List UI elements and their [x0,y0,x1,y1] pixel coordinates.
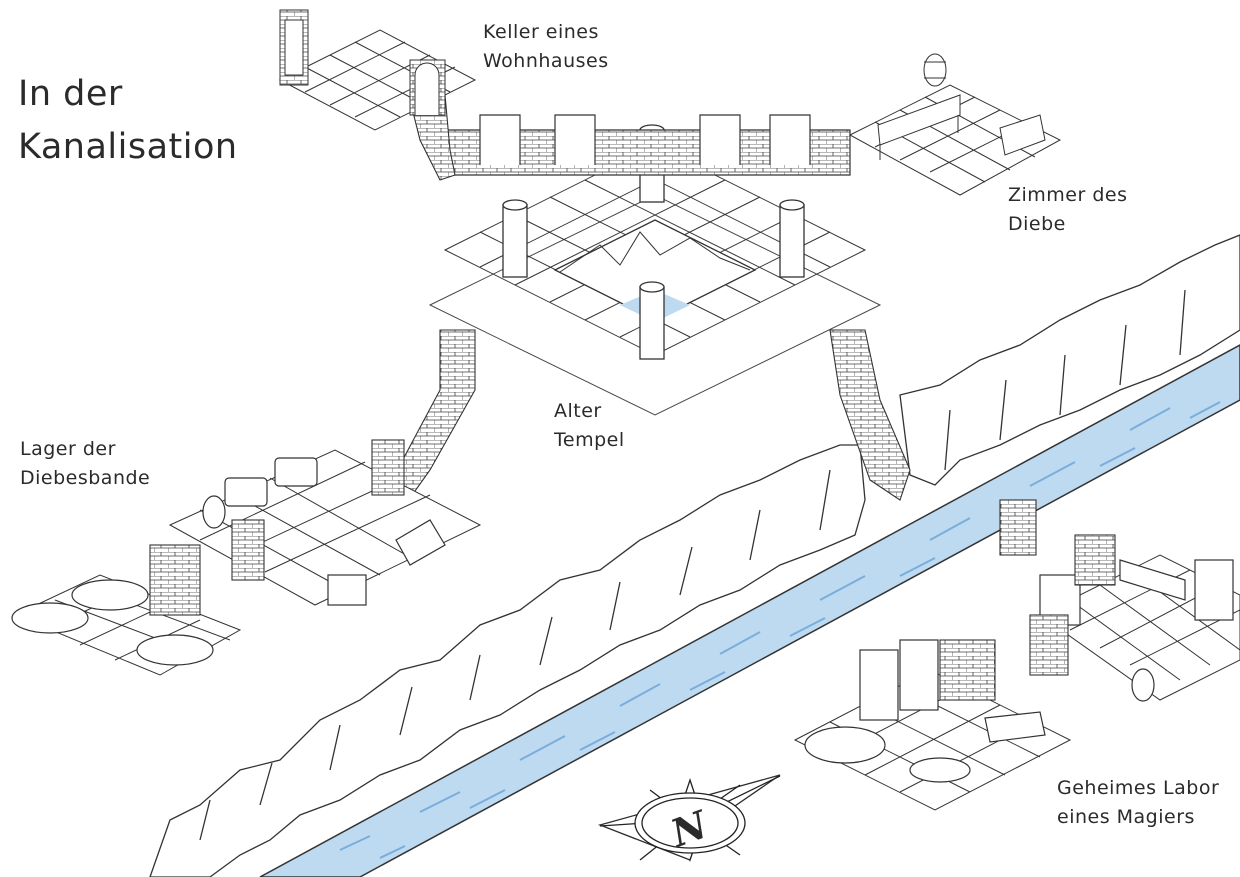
room-label-lab-line2: eines Magiers [1057,806,1195,829]
thieves-room-floor [848,53,1062,196]
room-label-thieves-room-line2: Diebe [1008,213,1066,236]
north-cliff [149,444,866,877]
temple-stairs-east [829,329,911,501]
room-label-storage-line2: Diebesbande [20,467,151,490]
temple-back-wall [439,114,851,176]
map-title: In der Kanalisation [18,68,238,173]
map-title-line2: Kanalisation [18,126,238,167]
room-label-thieves-room-line1: Zimmer des [1008,184,1128,206]
room-label-cellar: Keller eines Wohnhauses [483,18,609,77]
cellar-floor [278,9,477,131]
bedrolls [11,579,214,666]
room-label-cellar-line1: Keller eines [483,21,599,43]
temple-columns [502,124,805,360]
room-label-temple-line1: Alter [554,400,602,422]
lab-furniture [804,559,1234,783]
map-title-line1: In der [18,74,123,114]
river [259,344,1240,877]
compass-rose [597,774,781,863]
room-label-thieves-room: Zimmer des Diebe [1008,181,1128,240]
room-label-lab: Geheimes Labor eines Magiers [1057,774,1219,833]
room-label-storage-line1: Lager der [20,438,116,460]
lab-arches [939,499,1116,701]
room-label-temple-line2: Tempel [554,429,625,452]
storage-chests [202,457,446,606]
room-label-lab-line1: Geheimes Labor [1057,777,1220,799]
temple-stairs-west [399,329,476,507]
room-label-cellar-line2: Wohnhauses [483,50,609,73]
room-label-storage: Lager der Diebesbande [20,435,150,494]
south-cliff [899,234,1240,486]
room-label-temple: Alter Tempel [554,397,625,456]
storage-arches [149,439,405,616]
